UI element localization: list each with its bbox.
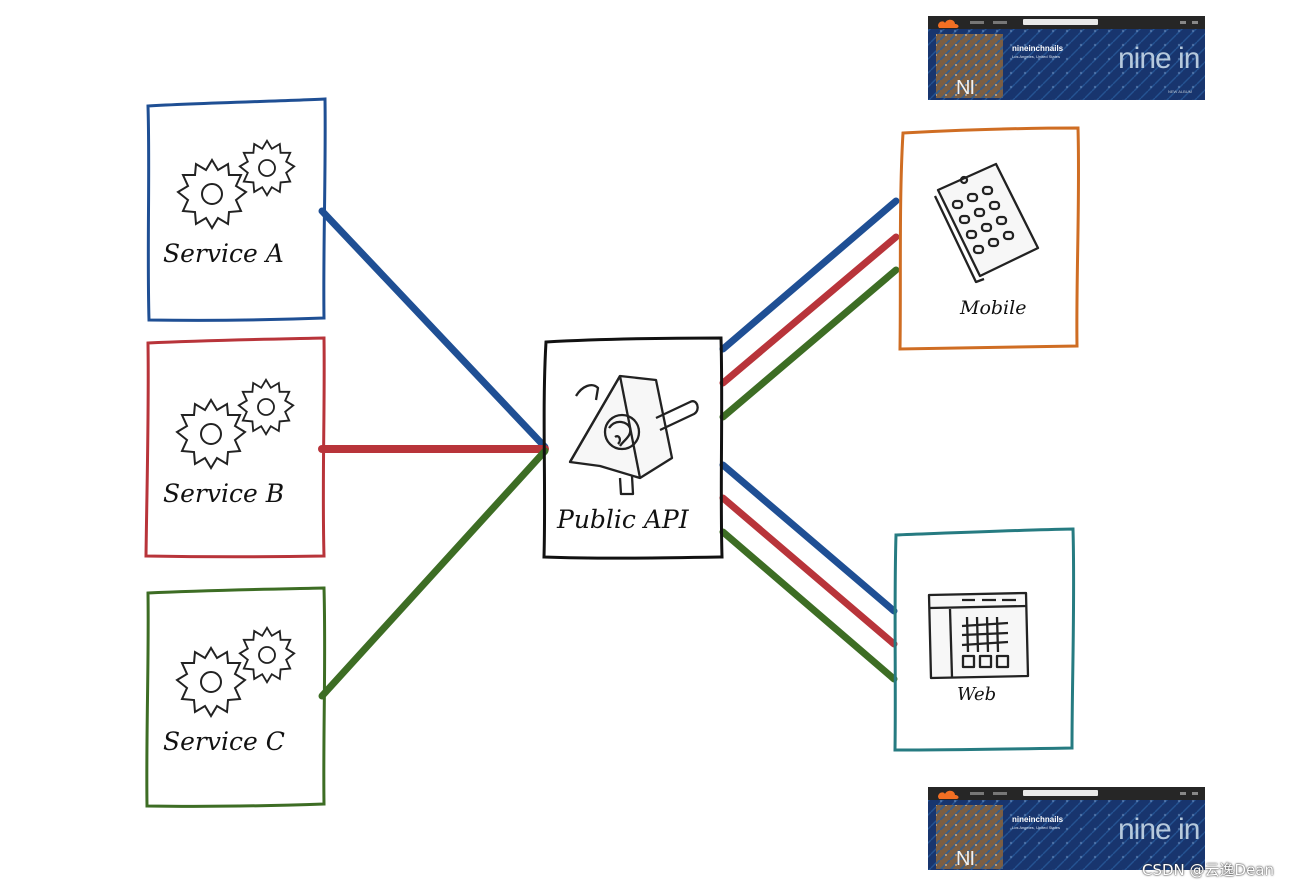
service-b-box [144,336,326,559]
watermark: CSDN @云逸Dean [1141,861,1274,879]
connector-api-to-mobile-green [719,266,900,421]
gears-icon [175,378,295,470]
node-service-c: Service C [145,586,327,808]
cloud-logo-icon [938,19,959,28]
connector-api-to-web-green [719,528,898,683]
logo-text: NI [956,848,974,870]
artist-location: Los Angeles, United States [1012,825,1060,830]
artist-location: Los Angeles, United States [1012,54,1060,59]
music-site-screenshot-bottom: NI nineinchnails Los Angeles, United Sta… [928,787,1205,870]
public-api-box [542,336,724,560]
service-c-box [145,586,327,808]
connector-api-to-web-blue [719,461,898,615]
service-c-label: Service C [163,727,285,756]
mobile-label: Mobile [959,297,1026,319]
mobile-phone-icon [933,162,1040,284]
mobile-box [898,126,1081,351]
footer-text: NEW ALBUM [1168,89,1192,94]
web-label: Web [957,684,996,705]
banner-text: nine in [1118,813,1199,846]
artist-name: nineinchnails [1012,815,1064,824]
cloud-logo-icon [938,790,959,799]
node-web: Web [893,527,1076,752]
service-b-label: Service B [163,479,284,508]
node-service-a: Service A [146,97,327,322]
node-public-api: Public API [542,336,724,560]
logo-text: NI [956,77,974,99]
gears-icon [176,139,296,230]
connector-api-to-mobile-red [719,233,900,387]
browser-window-icon [927,591,1030,680]
node-mobile: Mobile [898,126,1081,351]
connector-api-to-mobile-blue [719,197,900,353]
music-site-screenshot-top: NI nineinchnails Los Angeles, United Sta… [928,16,1205,100]
connector-service-c-to-api [318,447,549,700]
public-api-label: Public API [556,505,690,534]
connections [318,197,900,700]
api-plug-globe-icon [568,374,699,496]
web-box [893,527,1076,752]
gears-icon [175,626,296,718]
connector-service-a-to-api [318,207,549,451]
connector-api-to-web-red [719,494,898,648]
node-service-b: Service B [144,336,326,559]
artist-name: nineinchnails [1012,44,1064,53]
service-a-box [146,97,327,322]
banner-text: nine in [1118,42,1199,75]
service-a-label: Service A [163,239,284,268]
